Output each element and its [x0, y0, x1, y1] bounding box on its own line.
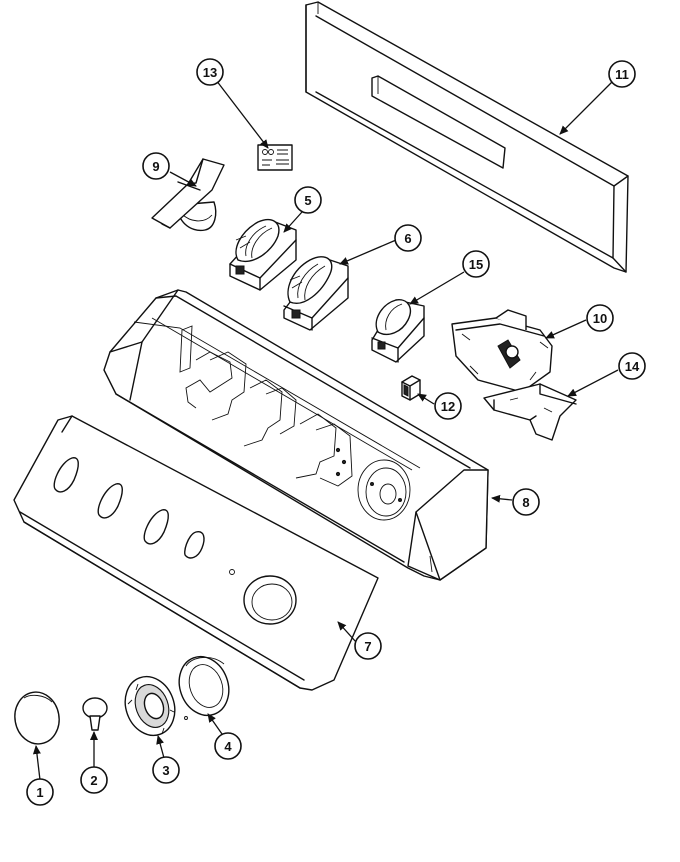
part-6-rotary-switch	[283, 256, 349, 331]
svg-text:12: 12	[441, 399, 455, 414]
callout-4: 4	[214, 732, 242, 760]
callout-5: 5	[294, 186, 322, 214]
svg-text:10: 10	[593, 311, 607, 326]
callout-8: 8	[512, 488, 540, 516]
part-5-rotary-switch	[229, 218, 297, 291]
callout-6: 6	[394, 224, 422, 252]
part-4-knob-bezel	[178, 655, 230, 720]
part-8-console-housing	[103, 289, 489, 581]
part-9-selector-knob	[151, 158, 225, 232]
svg-text:6: 6	[404, 231, 411, 246]
callouts: 11 13 9 5 6 15 10 14	[26, 58, 646, 806]
callout-13: 13	[196, 58, 224, 86]
svg-text:2: 2	[90, 773, 97, 788]
callout-9: 9	[142, 152, 170, 180]
callout-14: 14	[618, 352, 646, 380]
part-11-backsplash-panel	[305, 1, 629, 273]
svg-text:11: 11	[615, 67, 629, 82]
part-10-timer	[451, 309, 553, 393]
console-switch-cutouts	[179, 325, 353, 487]
callout-12: 12	[434, 392, 462, 420]
part-12-connector	[401, 375, 421, 401]
callout-3: 3	[152, 756, 180, 784]
callout-7: 7	[354, 632, 382, 660]
svg-text:3: 3	[162, 763, 169, 778]
leader-lines	[32, 79, 619, 781]
svg-text:7: 7	[364, 639, 371, 654]
svg-text:4: 4	[224, 739, 232, 754]
part-2-knob-insert	[82, 697, 108, 731]
svg-text:5: 5	[304, 193, 311, 208]
svg-text:14: 14	[625, 359, 640, 374]
part-3-knob-skirt	[124, 675, 176, 737]
callout-15: 15	[462, 250, 490, 278]
part-14-mounting-bracket	[483, 383, 577, 441]
svg-text:9: 9	[152, 159, 159, 174]
svg-text:15: 15	[469, 257, 483, 272]
callout-1: 1	[26, 778, 54, 806]
svg-text:13: 13	[203, 65, 217, 80]
front-panel-slots	[53, 457, 205, 559]
svg-text:1: 1	[36, 785, 43, 800]
part-7-front-panel	[13, 415, 379, 691]
console-timer-ring	[357, 459, 411, 521]
callout-2: 2	[80, 766, 108, 794]
svg-text:8: 8	[522, 495, 529, 510]
part-13-wiring-label	[257, 144, 293, 171]
part-15-push-switch	[371, 299, 425, 363]
callout-11: 11	[608, 60, 636, 88]
callout-10: 10	[586, 304, 614, 332]
part-1-knob-cap	[14, 691, 60, 745]
